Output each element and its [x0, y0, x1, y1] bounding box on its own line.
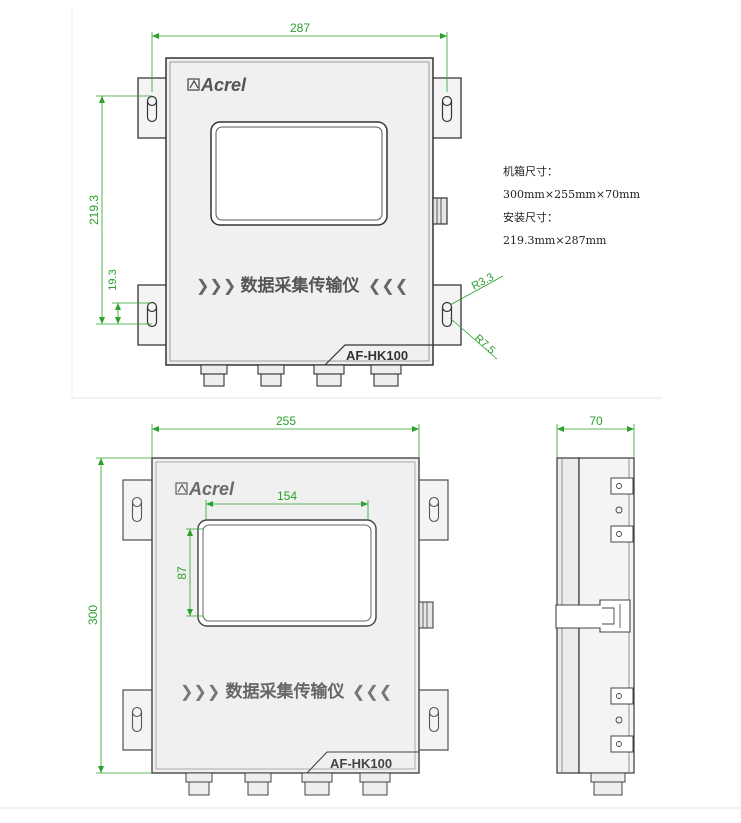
dimension-width-287: 287	[151, 21, 448, 92]
dimension-depth-70: 70	[556, 414, 635, 458]
offset-value: 19.3	[107, 269, 119, 290]
side-view: 70	[555, 414, 635, 796]
model-label: AF-HK100	[346, 348, 408, 363]
front-bracket-top-right	[419, 479, 449, 541]
front-brand-logo: Acrel	[175, 479, 235, 499]
front-banner-arrows-right: ❮❮❮	[352, 684, 392, 701]
display-window	[210, 121, 388, 226]
top-view: Acrel ❯❯❯ 数据采集传输仪 ❮❮❮ AF-HK100 287	[87, 21, 504, 387]
height-value: 219.3	[87, 195, 101, 225]
cable-glands	[200, 364, 402, 387]
front-bracket-bottom-right	[419, 689, 449, 751]
mount-bracket-bottom-right	[433, 284, 462, 346]
screen-width-value: 154	[277, 489, 297, 503]
banner-arrows-left: ❯❯❯	[196, 278, 236, 295]
radius-small-label: R3.3	[470, 271, 496, 293]
side-latch-profile	[555, 599, 631, 633]
front-banner-text: 数据采集传输仪	[226, 681, 346, 701]
spec-notes: 机箱尺寸： 300mm×255mm×70mm 安装尺寸： 219.3mm×287…	[503, 160, 640, 252]
width-value: 287	[290, 21, 310, 35]
side-latch	[432, 197, 448, 225]
dimension-screen-height-87: 87	[175, 528, 203, 617]
side-hinge-bottom	[610, 687, 634, 753]
front-banner-arrows-left: ❯❯❯	[180, 684, 220, 701]
front-bracket-bottom-left	[122, 689, 152, 751]
dimension-height-219: 219.3	[87, 95, 152, 325]
brand-logo: Acrel	[187, 75, 247, 95]
dimension-height-300: 300	[86, 457, 152, 774]
install-size-label: 安装尺寸：	[503, 211, 558, 224]
front-model-plate	[306, 751, 419, 774]
front-brand-name: Acrel	[188, 479, 235, 499]
banner-arrows-right: ❮❮❮	[368, 278, 408, 295]
front-height-value: 300	[86, 605, 100, 625]
brand-name: Acrel	[200, 75, 247, 95]
mount-bracket-bottom-left	[137, 284, 166, 346]
front-model-label: AF-HK100	[330, 756, 392, 771]
front-bracket-top-left	[122, 479, 152, 541]
front-cable-glands	[185, 772, 391, 796]
model-plate	[324, 344, 433, 366]
depth-value: 70	[589, 414, 603, 428]
side-hinge-top	[610, 477, 634, 543]
dimension-screen-width-154: 154	[205, 489, 369, 520]
install-size-value: 219.3mm×287mm	[503, 234, 607, 247]
box-size-label: 机箱尺寸：	[503, 165, 558, 178]
radius-large-label: R7.5	[472, 332, 497, 356]
box-size-value: 300mm×255mm×70mm	[503, 188, 641, 201]
banner-text: 数据采集传输仪	[241, 275, 361, 295]
front-width-value: 255	[276, 414, 296, 428]
side-cable-gland	[590, 772, 626, 783]
front-display-window	[197, 519, 377, 627]
dimension-offset-19: 19.3	[107, 269, 152, 324]
front-view: Acrel ❯❯❯ 数据采集传输仪 ❮❮❮ AF-HK100 255	[86, 414, 449, 796]
dimension-width-255: 255	[151, 414, 420, 458]
front-side-latch	[418, 601, 434, 629]
screen-height-value: 87	[175, 566, 189, 580]
